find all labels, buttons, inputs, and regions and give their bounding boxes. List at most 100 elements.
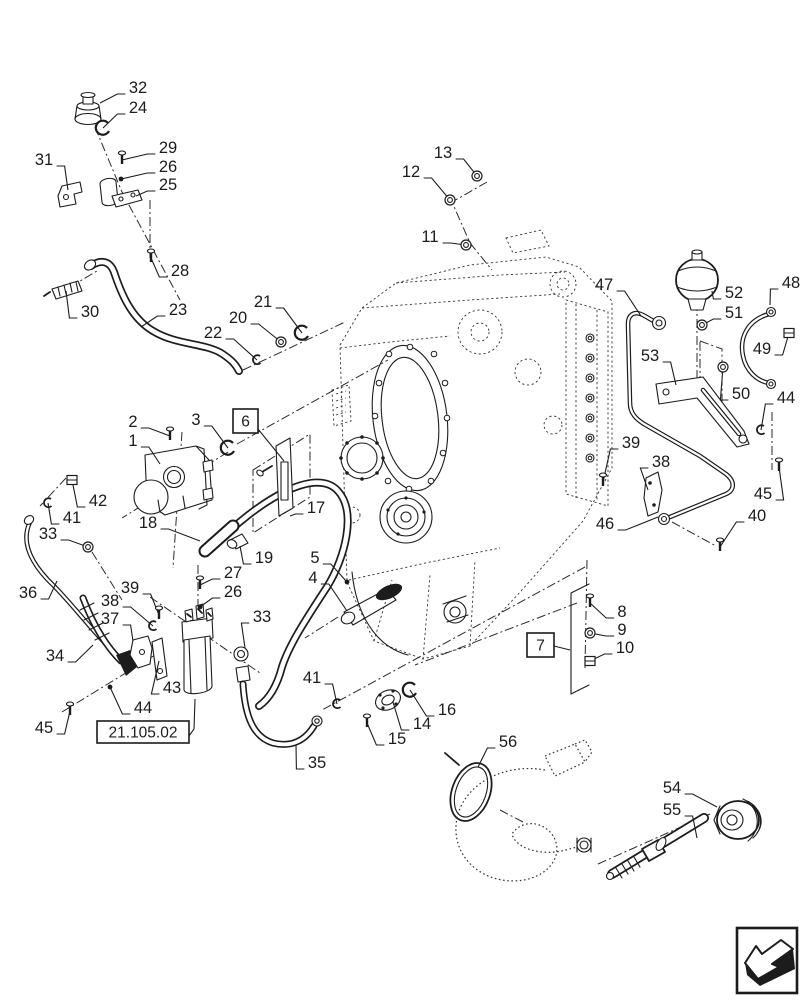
callout-number-50: 50	[732, 385, 750, 403]
callout-24: 24	[94, 99, 147, 136]
callout-49: 49	[753, 327, 795, 358]
callout-18: 18	[139, 514, 201, 542]
callout-number-36: 36	[19, 584, 37, 602]
callout-1: 1	[128, 432, 161, 465]
callout-number-29: 29	[159, 139, 177, 157]
callout-43: 43	[150, 660, 181, 697]
callout-number-19: 19	[255, 549, 273, 567]
breather-cap-32	[74, 91, 102, 126]
suction-tube-4	[340, 583, 403, 626]
callout-number-24: 24	[129, 99, 147, 117]
callout-number-39: 39	[622, 434, 640, 452]
callout-number-13: 13	[434, 144, 452, 162]
callout-number-10: 10	[616, 639, 634, 657]
tube-48	[739, 306, 777, 390]
callout-47: 47	[595, 276, 642, 317]
callout-25: 25	[135, 176, 177, 197]
callout-number-26: 26	[159, 158, 177, 176]
plate-bracket-6	[256, 437, 294, 517]
callout-number-12: 12	[402, 163, 420, 181]
callout-36: 36	[19, 580, 58, 602]
hose-sleeve-18	[198, 519, 240, 558]
page-continuation-arrow-icon[interactable]	[735, 926, 799, 995]
callout-41: 41	[303, 669, 342, 710]
bracket-37	[129, 635, 153, 669]
svg-text:7: 7	[536, 638, 545, 655]
filter-bracket-43	[151, 637, 168, 681]
callout-55: 55	[663, 801, 698, 839]
callout-39: 39	[121, 579, 164, 619]
callout-number-38: 38	[101, 592, 119, 610]
callout-number-23: 23	[169, 301, 187, 319]
hose-34-braided	[79, 594, 137, 676]
callout-46: 46	[596, 515, 659, 533]
callout-8: 8	[585, 593, 627, 621]
mount-bracket-25	[99, 177, 143, 208]
callout-number-42: 42	[89, 492, 107, 510]
callout-45: 45	[35, 701, 75, 737]
callout-number-33: 33	[39, 525, 57, 543]
hose-35	[239, 680, 323, 748]
coupling-14	[375, 689, 401, 711]
callout-3: 3	[191, 411, 235, 456]
callout-34: 34	[46, 644, 94, 665]
svg-text:21.105.02: 21.105.02	[109, 725, 178, 742]
callout-number-15: 15	[388, 730, 406, 748]
callout-12: 12	[402, 163, 456, 206]
callout-26: 26	[118, 158, 177, 182]
callout-33: 33	[39, 525, 94, 553]
tube-47	[625, 310, 736, 520]
callout-26: 26	[197, 583, 242, 610]
fitting-46	[657, 512, 671, 526]
cable-tie-56	[444, 752, 493, 822]
callout-9: 9	[584, 621, 627, 639]
callout-19: 19	[239, 545, 273, 567]
callout-number-1: 1	[128, 432, 137, 450]
section-ref-box-6[interactable]: 6	[232, 408, 285, 462]
callout-number-34: 34	[46, 647, 64, 665]
callout-40: 40	[715, 507, 766, 551]
bell-housing-edge	[351, 571, 409, 656]
bracket-53	[655, 376, 750, 448]
callout-31: 31	[35, 151, 69, 191]
callout-11: 11	[421, 228, 472, 251]
callout-29: 29	[117, 139, 177, 164]
callout-number-54: 54	[663, 779, 681, 797]
callout-38: 38	[639, 453, 670, 491]
callout-number-32: 32	[129, 79, 147, 97]
callout-number-53: 53	[641, 347, 659, 365]
svg-text:6: 6	[241, 414, 250, 431]
section-ref-box-7[interactable]: 7	[526, 632, 571, 658]
section-ref-box-21.105.02[interactable]: 21.105.02	[96, 698, 196, 744]
callout-44: 44	[756, 389, 795, 436]
callout-37: 37	[101, 610, 134, 642]
callout-23: 23	[140, 301, 187, 328]
callout-number-22: 22	[204, 324, 222, 342]
callout-54: 54	[663, 779, 718, 808]
callout-number-44: 44	[777, 389, 795, 407]
callout-number-25: 25	[159, 176, 177, 194]
callout-number-28: 28	[171, 262, 189, 280]
callout-21: 21	[254, 293, 309, 341]
accumulator-52	[675, 249, 719, 311]
callout-number-16: 16	[438, 701, 456, 719]
callout-15: 15	[362, 713, 406, 748]
callout-51: 51	[696, 304, 743, 331]
callout-number-20: 20	[229, 309, 247, 327]
elbow-fitting-33b	[233, 646, 251, 683]
callout-33: 33	[240, 608, 271, 649]
callout-number-9: 9	[617, 621, 626, 639]
callout-22: 22	[204, 324, 262, 366]
callout-number-46: 46	[596, 515, 614, 533]
transmission-housing-outline	[331, 229, 613, 660]
callout-53: 53	[641, 347, 677, 386]
front-cover-gasket	[371, 343, 451, 493]
plug-19	[226, 533, 249, 550]
callout-5: 5	[310, 549, 350, 585]
callout-number-21: 21	[254, 293, 272, 311]
callout-14: 14	[392, 701, 431, 733]
callout-number-52: 52	[725, 284, 743, 302]
callout-number-47: 47	[595, 276, 613, 294]
